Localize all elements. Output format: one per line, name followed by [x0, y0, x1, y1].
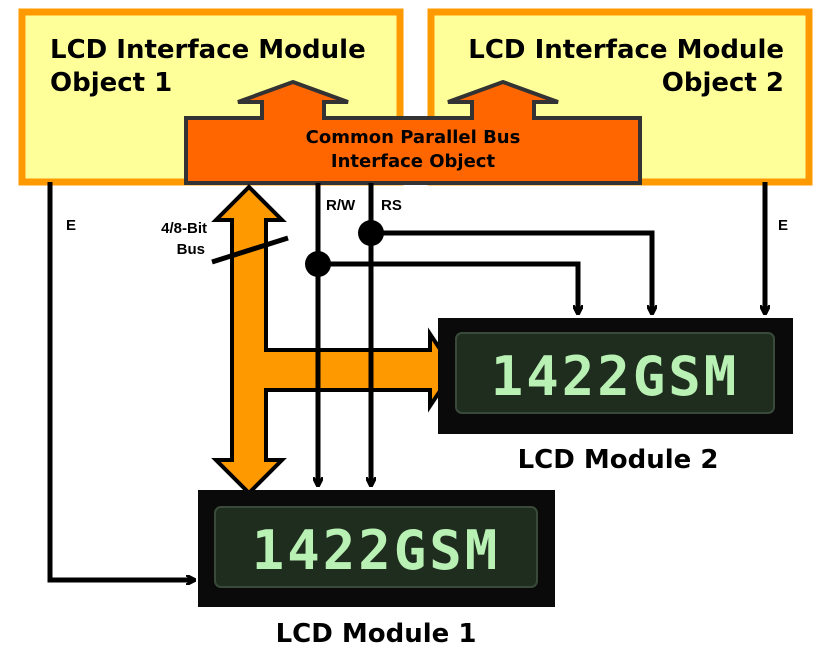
interface-module-1-title-line1: LCD Interface Module — [50, 35, 366, 65]
rs-line-module-2 — [371, 230, 652, 313]
lcd-module-2-label: LCD Module 2 — [518, 445, 719, 475]
interface-module-1-title-line2: Object 1 — [50, 68, 172, 98]
interface-module-2-title-line2: Object 2 — [662, 68, 784, 98]
e-signal-module-2: E — [765, 182, 788, 313]
bus-object-shape — [184, 79, 642, 185]
rw-signal: R/W — [305, 183, 578, 485]
data-bus-arrow — [211, 184, 457, 496]
e-label-left: E — [66, 217, 76, 234]
bus-object-title-line1: Common Parallel Bus — [306, 127, 521, 148]
lcd-module-1: 1422GSM LCD Module 1 — [198, 490, 555, 649]
lcd-module-2-screen — [455, 332, 775, 414]
interface-module-2-title-line1: LCD Interface Module — [468, 35, 784, 65]
lcd-module-2-display-text: 1422GSM — [491, 345, 740, 408]
lcd-module-1-label: LCD Module 1 — [276, 619, 477, 649]
e-label-right: E — [778, 217, 788, 234]
e-line-left — [47, 182, 194, 580]
rs-signal: RS — [358, 183, 652, 485]
lcd-module-2: 1422GSM LCD Module 2 — [438, 318, 793, 475]
lcd-module-1-screen — [214, 506, 538, 588]
bus-label-line2: Bus — [177, 241, 205, 258]
bus-object-title-line2: Interface Object — [331, 151, 496, 172]
rw-line-module-2 — [318, 261, 578, 313]
common-parallel-bus-object: Common Parallel Bus Interface Object — [184, 79, 642, 185]
bus-width-slash — [211, 235, 289, 265]
bus-label-line1: 4/8-Bit — [161, 220, 207, 237]
e-signal-module-1: E — [47, 182, 194, 580]
lcd-module-1-display-text: 1422GSM — [252, 519, 501, 582]
rw-junction-dot — [305, 251, 331, 277]
rs-label: RS — [381, 197, 402, 214]
rs-junction-dot — [358, 220, 384, 246]
rw-label: R/W — [326, 197, 356, 214]
